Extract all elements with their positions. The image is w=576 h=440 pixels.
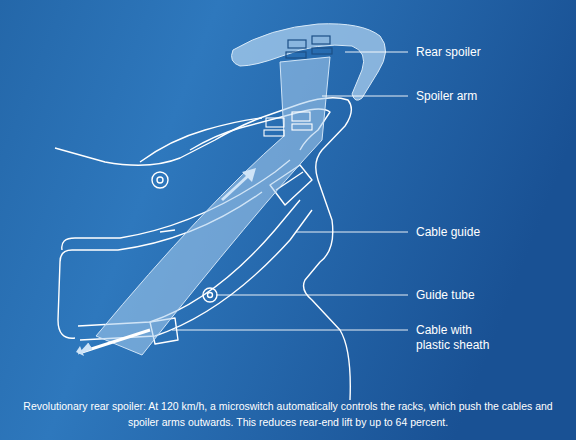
part-label: Cable guide [416,225,480,240]
part-label: Cable with plastic sheath [416,323,508,353]
part-label: Rear spoiler [416,45,481,60]
figure-caption: Revolutionary rear spoiler: At 120 km/h,… [16,398,560,430]
part-label: Spoiler arm [416,89,477,104]
part-label: Guide tube [416,288,475,303]
